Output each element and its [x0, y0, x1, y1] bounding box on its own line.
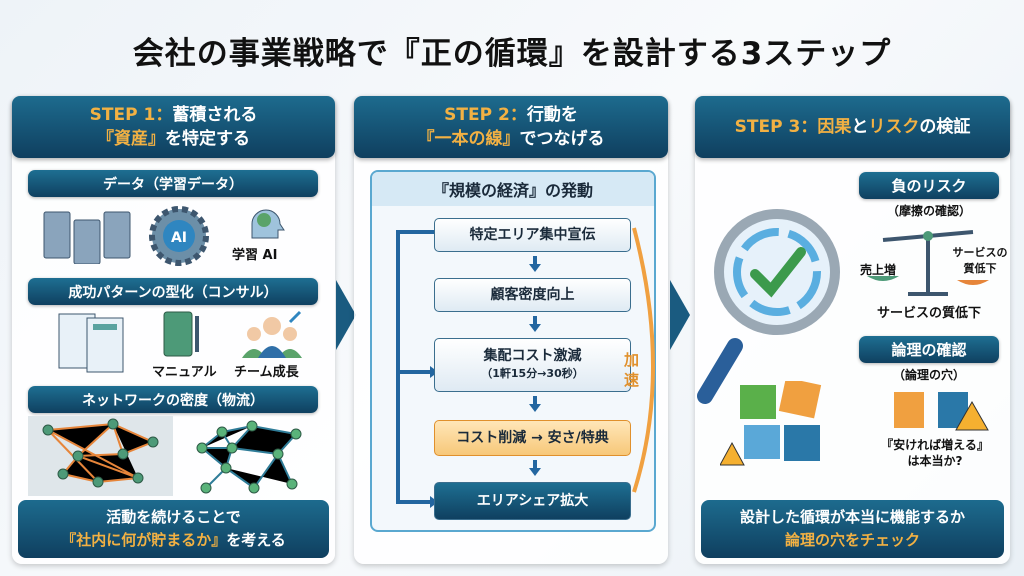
- svg-text:AI: AI: [171, 230, 187, 246]
- footer-highlight: 『社内に何が貯まるか』: [61, 531, 227, 549]
- footer-text: を考える: [226, 531, 286, 549]
- header-text: と: [851, 117, 869, 137]
- feedback-loop-arrow: [396, 227, 655, 508]
- down-arrow-icon: [529, 396, 541, 412]
- down-arrow-icon: [529, 256, 541, 272]
- footer-text: 活動を続けることで: [106, 508, 241, 526]
- box-title: 『規模の経済』の発動: [372, 172, 654, 206]
- balance-scale-icon: [867, 230, 989, 296]
- footer-highlight: 論理の穴をチェック: [784, 531, 920, 549]
- scale-left-label: 売上増: [860, 263, 897, 277]
- scale-right-label: サービスの質低下: [952, 246, 1008, 275]
- puzzle-warning-icon: [894, 392, 989, 431]
- logic-question-1: 『安ければ増える』: [881, 438, 989, 452]
- brain-head-icon: [251, 209, 285, 239]
- magnifier-check-icon: [697, 186, 840, 404]
- flow-step-2: 顧客密度向上: [434, 278, 631, 312]
- arrow-step2-to-step3: [670, 280, 690, 350]
- step3-header: STEP 3：因果とリスクの検証: [695, 96, 1010, 158]
- step3-footer: 設計した循環が本当に機能するか 論理の穴をチェック: [701, 500, 1004, 558]
- accelerate-label: 加速: [624, 351, 640, 389]
- logic-title: 論理の確認: [859, 336, 999, 363]
- flow-step-1: 特定エリア集中宣伝: [434, 218, 631, 252]
- step-label: STEP 3：: [734, 117, 818, 137]
- flow-step-5: エリアシェア拡大: [434, 482, 631, 520]
- ai-gear-icon: AI: [149, 206, 209, 266]
- step1-panel: STEP 1：蓄積される 『資産』を特定する データ（学習データ） AI 学習 …: [12, 96, 335, 564]
- logic-question-2: は本当か?: [907, 454, 963, 468]
- header-text: の検証: [919, 117, 971, 137]
- header-highlight: 因果: [817, 117, 852, 137]
- footer-text: 設計した循環が本当に機能するか: [739, 508, 965, 526]
- label-learning-ai: 学習 AI: [232, 248, 278, 263]
- server-icon: [43, 211, 131, 264]
- page-title: 会社の事業戦略で『正の循環』を設計する3ステップ: [132, 36, 892, 72]
- economies-of-scale-box: 『規模の経済』の発動 特定エリア集中宣伝 顧客密度向上 集配コスト激減 （1軒15…: [370, 170, 656, 532]
- manual-book-icon: [163, 311, 199, 357]
- puzzle-pieces-icon: [720, 381, 822, 466]
- header-text: を特定する: [165, 129, 250, 149]
- flow-step-3-label: 集配コスト激減: [483, 348, 582, 364]
- flow-step-3: 集配コスト激減 （1軒15分→30秒）: [434, 338, 631, 392]
- step-label: STEP 1：: [89, 105, 173, 125]
- step-label: STEP 2：: [444, 105, 527, 125]
- section-network: ネットワークの密度（物流）: [28, 386, 318, 413]
- arrow-step1-to-step2: [336, 280, 356, 350]
- step1-footer: 活動を続けることで 『社内に何が貯まるか』を考える: [18, 500, 329, 558]
- step2-panel: STEP 2：行動を 『一本の線』でつなげる 『規模の経済』の発動 特定エリア集…: [354, 96, 668, 564]
- map-network-icon: [28, 416, 173, 496]
- logic-subtitle: （論理の穴）: [892, 368, 965, 382]
- header-highlight: 『資産』: [97, 129, 165, 149]
- label-manual: マニュアル: [152, 365, 217, 380]
- step2-header: STEP 2：行動を 『一本の線』でつなげる: [354, 96, 668, 158]
- risk-caption: サービスの質低下: [876, 306, 981, 321]
- team-growth-icon: [242, 310, 302, 358]
- header-text: 蓄積される: [172, 105, 258, 125]
- documents-icon: [58, 313, 124, 373]
- section-data: データ（学習データ）: [28, 170, 318, 197]
- header-text: 行動を: [526, 105, 578, 125]
- network-graph-icon: [196, 420, 302, 494]
- label-team-growth: チーム成長: [234, 365, 299, 380]
- step1-header: STEP 1：蓄積される 『資産』を特定する: [12, 96, 335, 158]
- flow-step-3-sub: （1軒15分→30秒）: [481, 367, 584, 380]
- header-highlight: リスク: [868, 117, 920, 137]
- flow-step-4: コスト削減 → 安さ/特典: [434, 420, 631, 456]
- down-arrow-icon: [529, 316, 541, 332]
- down-arrow-icon: [529, 460, 541, 476]
- header-highlight: 『一本の線』: [417, 129, 520, 149]
- risk-subtitle: （摩擦の確認）: [886, 204, 971, 218]
- header-text: でつなげる: [519, 129, 605, 149]
- step3-panel: STEP 3：因果とリスクの検証 負のリスク （摩擦の確認） 売上増 サービスの…: [695, 96, 1010, 564]
- section-pattern: 成功パターンの型化（コンサル）: [28, 278, 318, 305]
- risk-title: 負のリスク: [859, 172, 999, 199]
